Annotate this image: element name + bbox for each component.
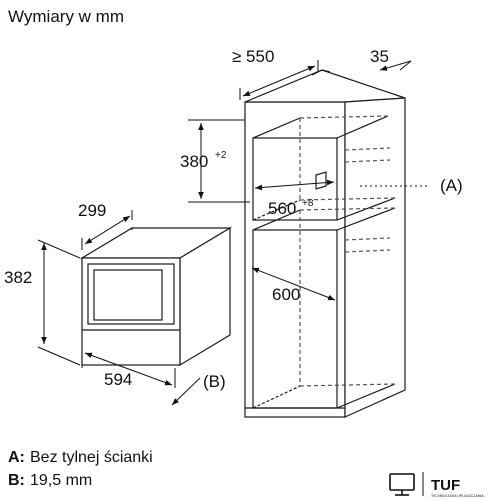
legend-a-key: A: bbox=[8, 449, 25, 466]
depth-label: 600 bbox=[272, 285, 300, 304]
side-offset-label: 35 bbox=[370, 47, 389, 66]
tv-icon bbox=[389, 473, 415, 496]
opening-width-tolerance: +8 bbox=[302, 198, 314, 209]
legend-a-text: Bez tylnej ścianki bbox=[30, 449, 153, 466]
appliance-width-label: 594 bbox=[104, 370, 132, 389]
tall-cabinet bbox=[244, 69, 406, 418]
opening-height-label: 380 bbox=[180, 152, 208, 171]
badge-subtitle: TECHNOLOGIA UPLASZCZANIA bbox=[431, 494, 484, 498]
legend-b-text: 19,5 mm bbox=[30, 472, 92, 489]
microwave bbox=[79, 226, 233, 367]
opening-width-label: 560 bbox=[268, 199, 296, 218]
legend-b-key: B: bbox=[8, 472, 25, 489]
opening-height-tolerance: +2 bbox=[215, 150, 227, 161]
legend: A: Bez tylnej ścianki B: 19,5 mm bbox=[8, 449, 153, 489]
appliance-depth-label: 299 bbox=[78, 201, 106, 220]
page-title: Wymiary w mm bbox=[8, 7, 124, 26]
cabinet-dimensions bbox=[188, 60, 430, 301]
badge-brand: TUF bbox=[431, 477, 460, 494]
callout-a: (A) bbox=[440, 176, 463, 195]
appliance-height-label: 382 bbox=[4, 268, 32, 287]
cabinet-width-label: ≥ 550 bbox=[232, 47, 274, 66]
callout-b: (B) bbox=[203, 372, 226, 391]
tuf-badge: TUF TECHNOLOGIA UPLASZCZANIA bbox=[389, 472, 484, 498]
appliance-dimensions bbox=[37, 210, 201, 406]
